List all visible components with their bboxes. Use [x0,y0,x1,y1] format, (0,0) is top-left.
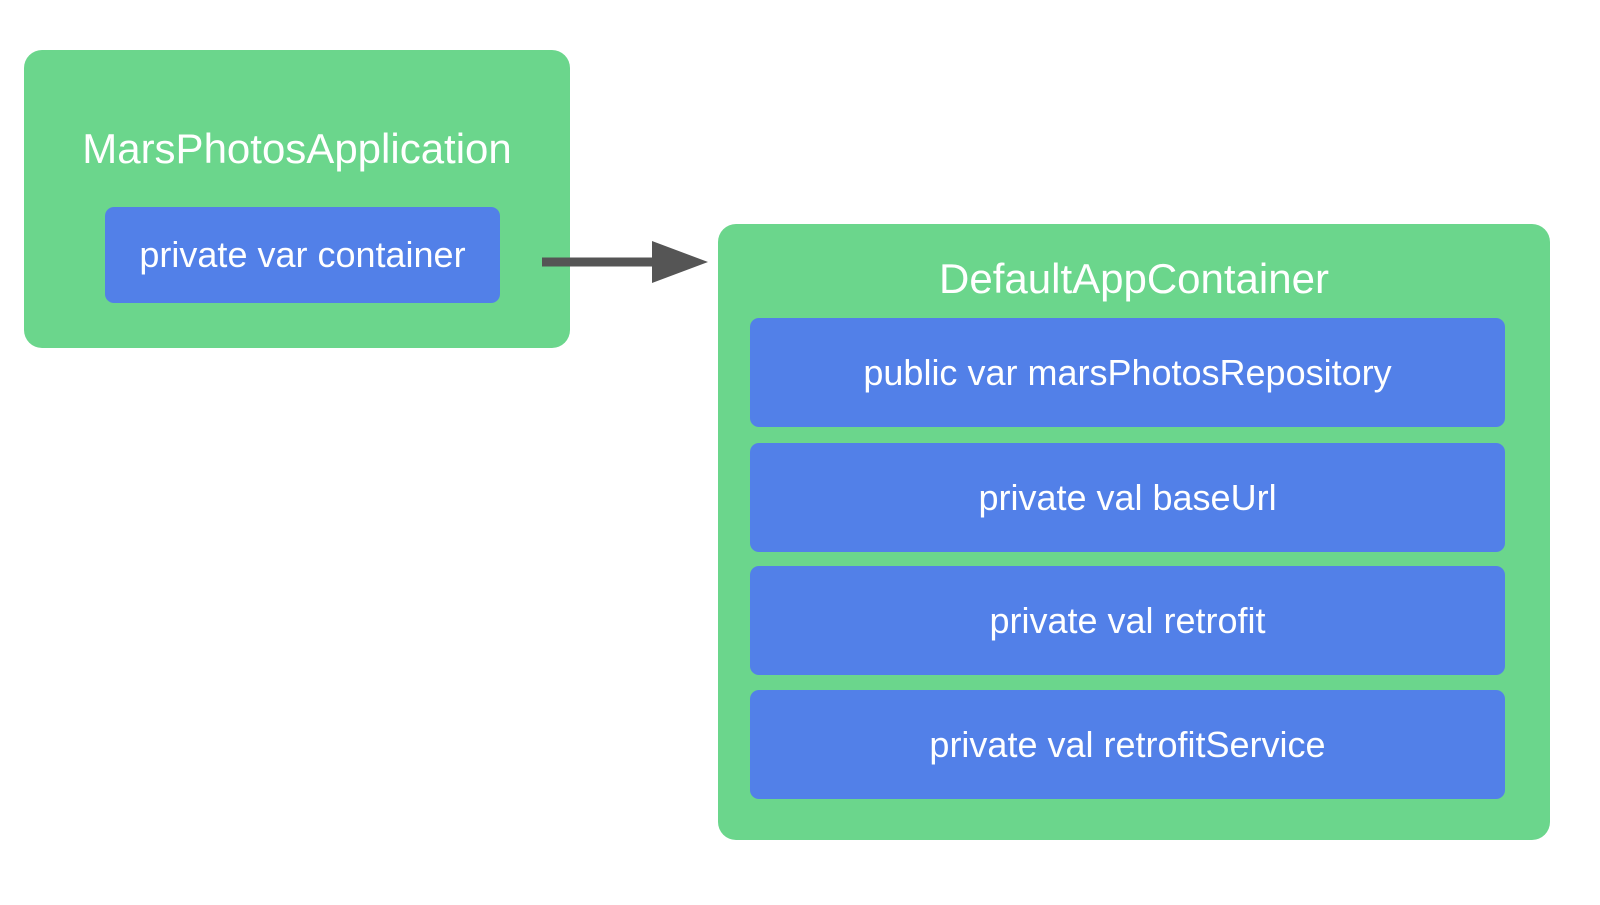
class-box-default-app-container[interactable]: DefaultAppContainer public var marsPhoto… [718,224,1550,840]
class-title-default-app-container: DefaultAppContainer [939,255,1329,302]
member-box-public-var-mars-photos-repository[interactable]: public var marsPhotosRepository [750,318,1505,427]
member-box-private-val-retrofit[interactable]: private val retrofit [750,566,1505,675]
member-label: private val retrofit [989,599,1266,641]
member-label: public var marsPhotosRepository [863,351,1392,393]
class-box-mars-photos-application[interactable]: MarsPhotosApplication private var contai… [24,50,570,348]
member-label: private val retrofitService [929,723,1326,765]
arrow-head [652,241,708,283]
member-box-private-val-retrofit-service[interactable]: private val retrofitService [750,690,1505,799]
member-label: private val baseUrl [978,476,1277,518]
member-box-private-var-container[interactable]: private var container [105,207,500,303]
class-title-mars-photos-application: MarsPhotosApplication [82,125,512,172]
member-label: private var container [139,234,466,275]
member-box-private-val-base-url[interactable]: private val baseUrl [750,443,1505,552]
dependency-arrow-icon [542,241,708,283]
